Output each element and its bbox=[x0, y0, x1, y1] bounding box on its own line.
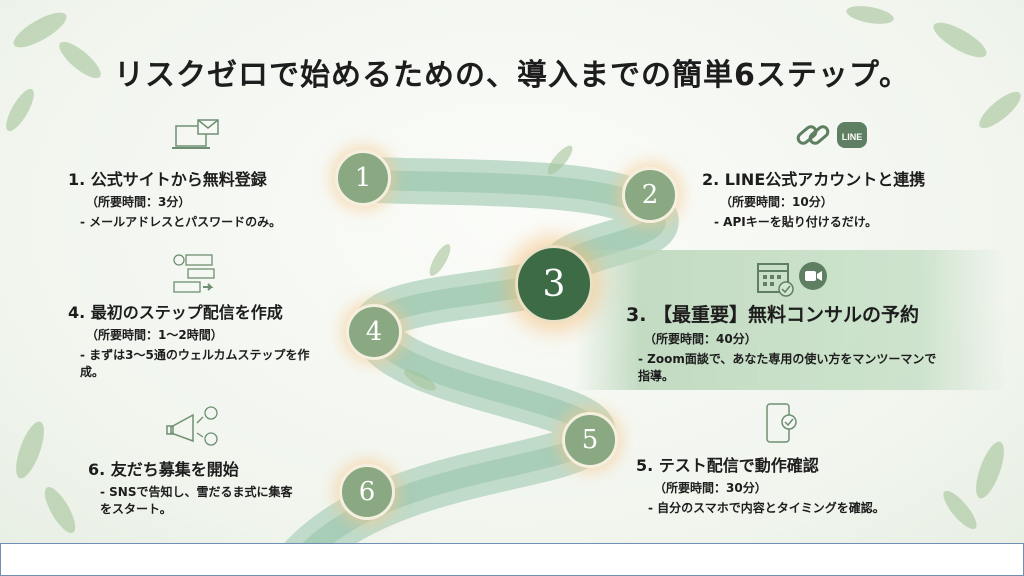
page-title: リスクゼロで始めるための、導入までの簡単6ステップ。 bbox=[114, 58, 910, 93]
step-4: 4. 最初のステップ配信を作成 （所要時間：1〜2時間） - まずは3〜5通のウ… bbox=[68, 299, 348, 381]
highlight-band bbox=[575, 250, 1005, 390]
step-4-circle: 4 bbox=[346, 304, 402, 360]
step-6: 6. 友だち募集を開始 - SNSで告知し、雪だるま式に集客をスタート。 bbox=[88, 456, 338, 518]
winding-road bbox=[6, 6, 1021, 543]
step-5-heading: 5. テスト配信で動作確認 bbox=[636, 456, 819, 475]
step-3: 3. 【最重要】無料コンサルの予約 （所要時間：40分） - Zoom面談で、あ… bbox=[626, 300, 966, 385]
step-2-circle: 2 bbox=[622, 167, 678, 223]
step-6-heading: 6. 友だち募集を開始 bbox=[88, 460, 239, 479]
step-3-circle: 3 bbox=[515, 245, 593, 323]
leaf-decorations bbox=[6, 6, 1021, 533]
step-1-circle: 1 bbox=[335, 150, 391, 206]
step-4-desc: - まずは3〜5通のウェルカムステップを作成。 bbox=[80, 348, 310, 379]
step-3-desc: - Zoom面談で、あなた専用の使い方をマンツーマンで指導。 bbox=[638, 352, 937, 383]
step-1: 1. 公式サイトから無料登録 （所要時間：3分） - メールアドレスとパスワード… bbox=[68, 166, 281, 231]
calendar-video-icon bbox=[757, 262, 827, 297]
step-3-time: （所要時間：40分） bbox=[644, 332, 757, 346]
step-5: 5. テスト配信で動作確認 （所要時間：30分） - 自分のスマホで内容とタイミ… bbox=[636, 452, 885, 517]
step-5-circle: 5 bbox=[562, 412, 618, 468]
laptop-mail-icon bbox=[172, 119, 219, 149]
line-logo-text: LINE bbox=[842, 132, 863, 142]
bottom-bar bbox=[0, 543, 1024, 576]
step-6-circle: 6 bbox=[339, 464, 395, 520]
step-2-time: （所要時間：10分） bbox=[720, 195, 833, 209]
step-6-desc: - SNSで告知し、雪だるま式に集客をスタート。 bbox=[100, 485, 293, 516]
step-5-desc: - 自分のスマホで内容とタイミングを確認。 bbox=[648, 501, 885, 515]
step-1-heading: 1. 公式サイトから無料登録 bbox=[68, 170, 267, 189]
step-4-heading: 4. 最初のステップ配信を作成 bbox=[68, 303, 283, 322]
step-3-heading: 3. 【最重要】無料コンサルの予約 bbox=[626, 304, 920, 326]
step-2-desc: - APIキーを貼り付けるだけ。 bbox=[714, 215, 878, 229]
step-4-time: （所要時間：1〜2時間） bbox=[86, 328, 223, 342]
step-1-desc: - メールアドレスとパスワードのみ。 bbox=[80, 215, 282, 229]
step-2: 2. LINE公式アカウントと連携 （所要時間：10分） - APIキーを貼り付… bbox=[702, 166, 925, 231]
megaphone-icon bbox=[166, 406, 218, 446]
chat-flow-icon bbox=[173, 254, 215, 293]
step-5-time: （所要時間：30分） bbox=[654, 481, 767, 495]
step-1-time: （所要時間：3分） bbox=[86, 195, 191, 209]
link-line-icon: LINE bbox=[796, 122, 867, 148]
step-2-heading: 2. LINE公式アカウントと連携 bbox=[702, 170, 926, 189]
smartphone-check-icon bbox=[766, 403, 797, 443]
